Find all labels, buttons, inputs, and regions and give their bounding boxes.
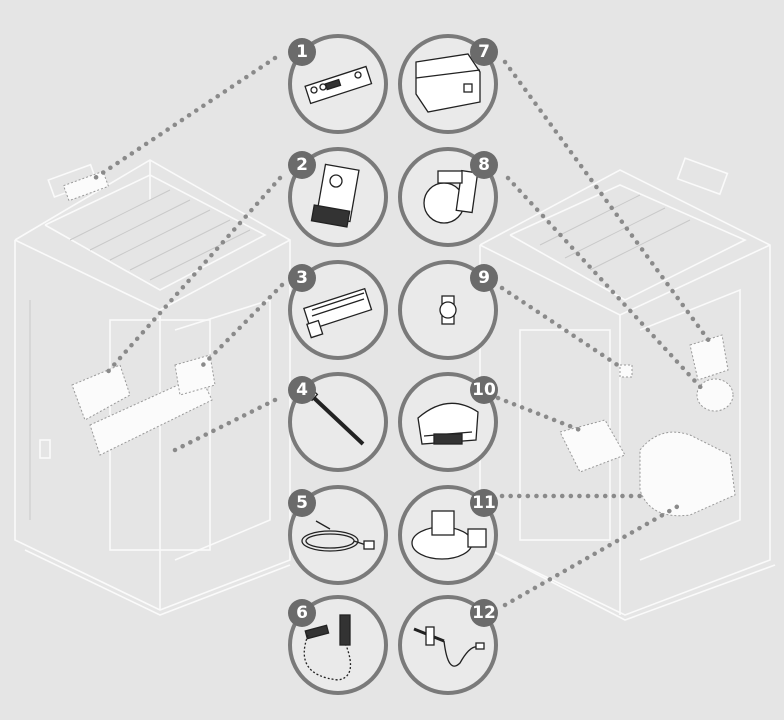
ribbon-cable-icon: [303, 614, 352, 681]
convection-fan-icon: [417, 402, 479, 445]
callout-9-thermostat: 9: [398, 260, 498, 360]
callout-badge: [470, 151, 498, 179]
callout-badge: [470, 264, 498, 292]
callout-ring: [398, 595, 498, 695]
callout-badge: [288, 599, 316, 627]
leader-1: [92, 55, 278, 181]
callout-number: 8: [478, 155, 490, 175]
callout-badge: [470, 489, 498, 517]
callout-number: 10: [472, 380, 496, 400]
callout-number: 2: [296, 155, 308, 175]
leader-7: [502, 59, 715, 348]
callout-badge: [470, 38, 498, 66]
callout-6-ribbon-cable: 6: [288, 595, 388, 695]
callout-number: 3: [296, 268, 308, 288]
left-stove-illustration: [14, 159, 291, 616]
callout-2-auger-motor: 2: [288, 147, 388, 247]
pressure-switch-icon: [423, 169, 479, 224]
callout-8-pressure-switch: 8: [398, 147, 498, 247]
callout-4-temperature-probe: 4: [288, 372, 388, 472]
leader-2: [102, 175, 283, 378]
callout-10-convection-fan: 10: [398, 372, 498, 472]
leader-3: [197, 282, 285, 371]
callout-number: 9: [478, 268, 490, 288]
callout-badge: [288, 264, 316, 292]
leader-lines: [92, 55, 715, 608]
control-board-icon: [415, 53, 481, 113]
leader-10: [495, 395, 588, 435]
callout-badge: [288, 489, 316, 517]
sensor-cable-icon: [301, 520, 375, 552]
callout-1-control-panel: 1: [288, 34, 388, 134]
callout-3-igniter-heater: 3: [288, 260, 388, 360]
control-panel-icon: [304, 65, 373, 105]
auger-motor-icon: [310, 163, 360, 228]
callout-number: 6: [296, 603, 308, 623]
igniter-icon: [413, 626, 485, 667]
leader-9: [499, 285, 625, 371]
callout-number: 5: [296, 493, 308, 513]
callout-number: 4: [296, 380, 308, 400]
callout-badge: [470, 599, 498, 627]
callout-number: 12: [472, 603, 496, 623]
leader-8: [505, 175, 708, 395]
callout-number: 1: [296, 42, 308, 62]
callout-badge: [288, 151, 316, 179]
callout-ring: [288, 595, 388, 695]
exhaust-fan-icon: [411, 510, 487, 560]
callout-badge: [470, 376, 498, 404]
callout-11-exhaust-fan: 11: [398, 485, 498, 585]
leader-4: [172, 397, 278, 453]
igniter-heater-icon: [303, 287, 373, 339]
callout-number: 11: [472, 493, 496, 513]
callout-badge: [288, 38, 316, 66]
thermostat-icon: [439, 295, 457, 325]
callout-12-igniter: 12: [398, 595, 498, 695]
callout-badge: [288, 376, 316, 404]
callout-7-control-board: 7: [398, 34, 498, 134]
callout-5-sensor-cable: 5: [288, 485, 388, 585]
leader-12: [502, 502, 683, 608]
callout-number: 7: [478, 42, 490, 62]
